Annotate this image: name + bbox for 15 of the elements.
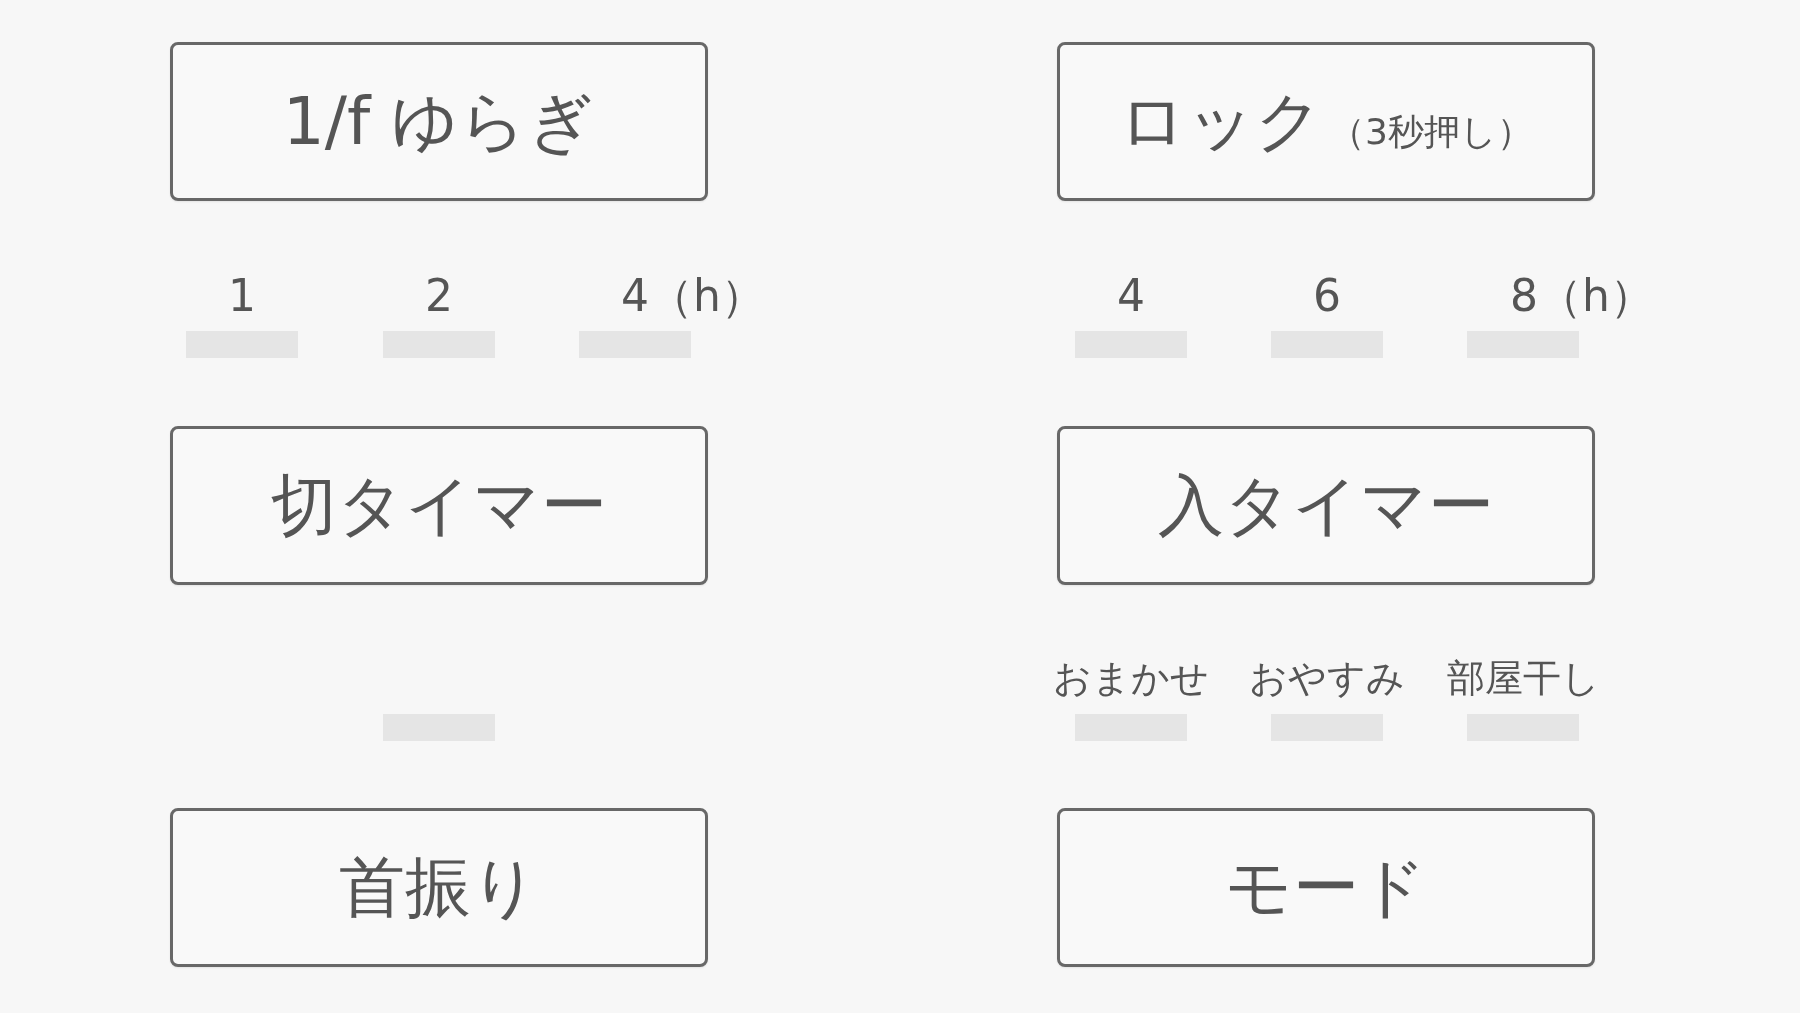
indicator-label: 1 — [228, 274, 256, 318]
panel-button: 入タイマー — [1057, 426, 1595, 585]
indicator-label: 4（h） — [621, 274, 765, 318]
indicator-label: 8（h） — [1510, 274, 1654, 318]
panel-button: モード — [1057, 808, 1595, 967]
indicator-label: 4 — [1117, 274, 1145, 318]
indicator-label: 2 — [425, 274, 453, 318]
panel-button: ロック（3秒押し） — [1057, 42, 1595, 201]
panel-button: 切タイマー — [170, 426, 708, 585]
panel-button: 1/f ゆらぎ — [170, 42, 708, 201]
indicator-label: 6 — [1313, 274, 1341, 318]
indicator-label: おやすみ — [1249, 659, 1405, 697]
indicator-label: 部屋干し — [1446, 659, 1600, 697]
panel-button: 首振り — [170, 808, 708, 967]
indicator-label: おまかせ — [1053, 659, 1209, 697]
